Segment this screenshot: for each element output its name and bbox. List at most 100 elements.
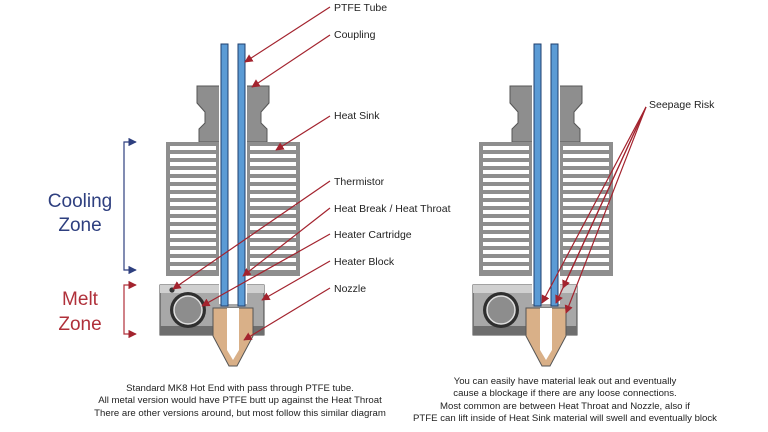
melt-zone-label: Melt bbox=[62, 289, 99, 310]
label-heat-sink: Heat Sink bbox=[334, 110, 380, 122]
fin-gap bbox=[563, 154, 609, 158]
cooling-zone-label: Cooling bbox=[48, 191, 112, 212]
fin-gap bbox=[563, 194, 609, 198]
right-caption-line: PTFE can lift inside of Heat Sink materi… bbox=[413, 413, 717, 425]
fin-gap bbox=[250, 194, 296, 198]
fin-gap bbox=[250, 178, 296, 182]
fin-gap bbox=[563, 202, 609, 206]
heat-break-arrow bbox=[242, 207, 331, 277]
melt-zone-label-2: Zone bbox=[58, 314, 101, 335]
fin-gap bbox=[483, 210, 529, 214]
fin-gap bbox=[563, 226, 609, 230]
fin-gap bbox=[170, 258, 216, 262]
coupling-arrow bbox=[251, 34, 331, 88]
fin-gap bbox=[563, 162, 609, 166]
heater-block-arrow bbox=[261, 260, 331, 301]
fin-gap bbox=[483, 250, 529, 254]
label-coupling: Coupling bbox=[334, 29, 376, 41]
fin-gap bbox=[250, 202, 296, 206]
fin-gap bbox=[170, 170, 216, 174]
seepage-arrow bbox=[562, 106, 647, 289]
heat-sink-fins bbox=[483, 146, 609, 270]
label-nozzle: Nozzle bbox=[334, 283, 366, 295]
fin-gap bbox=[483, 258, 529, 262]
heat-sink-arrow bbox=[275, 115, 331, 151]
label-ptfe-tube: PTFE Tube bbox=[334, 2, 387, 14]
fin-gap bbox=[170, 178, 216, 182]
fin-gap bbox=[563, 210, 609, 214]
label-heat-break: Heat Break / Heat Throat bbox=[334, 203, 451, 215]
fin-gap bbox=[250, 234, 296, 238]
heater-cartridge bbox=[170, 292, 206, 328]
fin-gap bbox=[170, 162, 216, 166]
fin-gap bbox=[250, 186, 296, 190]
cooling-zone-bracket bbox=[123, 137, 137, 275]
fin-gap bbox=[250, 226, 296, 230]
fin-gap bbox=[563, 146, 609, 150]
fin-gap bbox=[483, 202, 529, 206]
fin-gap bbox=[250, 266, 296, 270]
fin-gap bbox=[170, 146, 216, 150]
cooling-zone-label-2: Zone bbox=[58, 215, 101, 236]
fin-gap bbox=[170, 154, 216, 158]
fin-gap bbox=[170, 186, 216, 190]
fin-gap bbox=[483, 234, 529, 238]
heater-cartridge bbox=[483, 292, 519, 328]
label-heater-block: Heater Block bbox=[334, 256, 395, 268]
ptfe-tube bbox=[532, 43, 560, 307]
seepage-arrow bbox=[541, 106, 647, 304]
seepage-arrow bbox=[564, 106, 647, 314]
fin-gap bbox=[483, 218, 529, 222]
fin-gap bbox=[250, 242, 296, 246]
fin-gap bbox=[170, 194, 216, 198]
right-caption-line: cause a blockage if there are any loose … bbox=[453, 388, 677, 400]
nozzle-arrow bbox=[243, 287, 331, 341]
right-caption-line: You can easily have material leak out an… bbox=[453, 376, 677, 387]
left-caption: Standard MK8 Hot End with pass through P… bbox=[90, 383, 390, 420]
fin-gap bbox=[250, 154, 296, 158]
right-hotend bbox=[472, 43, 613, 367]
label-thermistor: Thermistor bbox=[334, 176, 385, 188]
fin-gap bbox=[483, 242, 529, 246]
fin-gap bbox=[170, 210, 216, 214]
fin-gap bbox=[170, 242, 216, 246]
fin-gap bbox=[483, 154, 529, 158]
fin-gap bbox=[563, 234, 609, 238]
ptfe-tube bbox=[219, 43, 247, 307]
fin-gap bbox=[483, 170, 529, 174]
fin-gap bbox=[170, 266, 216, 270]
fin-gap bbox=[250, 210, 296, 214]
right-caption: You can easily have material leak out an… bbox=[390, 376, 740, 426]
label-seepage-risk: Seepage Risk bbox=[649, 99, 715, 111]
melt-zone: Melt Zone bbox=[58, 280, 137, 339]
fin-gap bbox=[483, 178, 529, 182]
fin-gap bbox=[563, 242, 609, 246]
fin-gap bbox=[483, 266, 529, 270]
fin-gap bbox=[170, 226, 216, 230]
thermistor-arrow bbox=[172, 180, 331, 290]
seepage-callouts: Seepage Risk bbox=[541, 99, 715, 314]
fin-gap bbox=[563, 170, 609, 174]
fin-gap bbox=[170, 234, 216, 238]
heater-cartridge-arrow bbox=[201, 233, 331, 307]
label-heater-cartridge: Heater Cartridge bbox=[334, 229, 412, 241]
fin-gap bbox=[170, 218, 216, 222]
left-caption-line: There are other versions around, but mos… bbox=[94, 407, 386, 419]
left-hotend bbox=[159, 43, 300, 367]
fin-gap bbox=[483, 162, 529, 166]
fin-gap bbox=[250, 162, 296, 166]
left-callouts: PTFE Tube Coupling Heat Sink Thermistor … bbox=[172, 2, 451, 341]
fin-gap bbox=[250, 146, 296, 150]
fin-gap bbox=[250, 170, 296, 174]
left-caption-line: Standard MK8 Hot End with pass through P… bbox=[126, 383, 354, 394]
fin-gap bbox=[170, 250, 216, 254]
fin-gap bbox=[250, 258, 296, 262]
fin-gap bbox=[563, 250, 609, 254]
fin-gap bbox=[483, 194, 529, 198]
fin-gap bbox=[563, 266, 609, 270]
fin-gap bbox=[483, 186, 529, 190]
fin-gap bbox=[170, 202, 216, 206]
fin-gap bbox=[483, 146, 529, 150]
cooling-zone: Cooling Zone bbox=[48, 137, 137, 275]
fin-gap bbox=[483, 226, 529, 230]
